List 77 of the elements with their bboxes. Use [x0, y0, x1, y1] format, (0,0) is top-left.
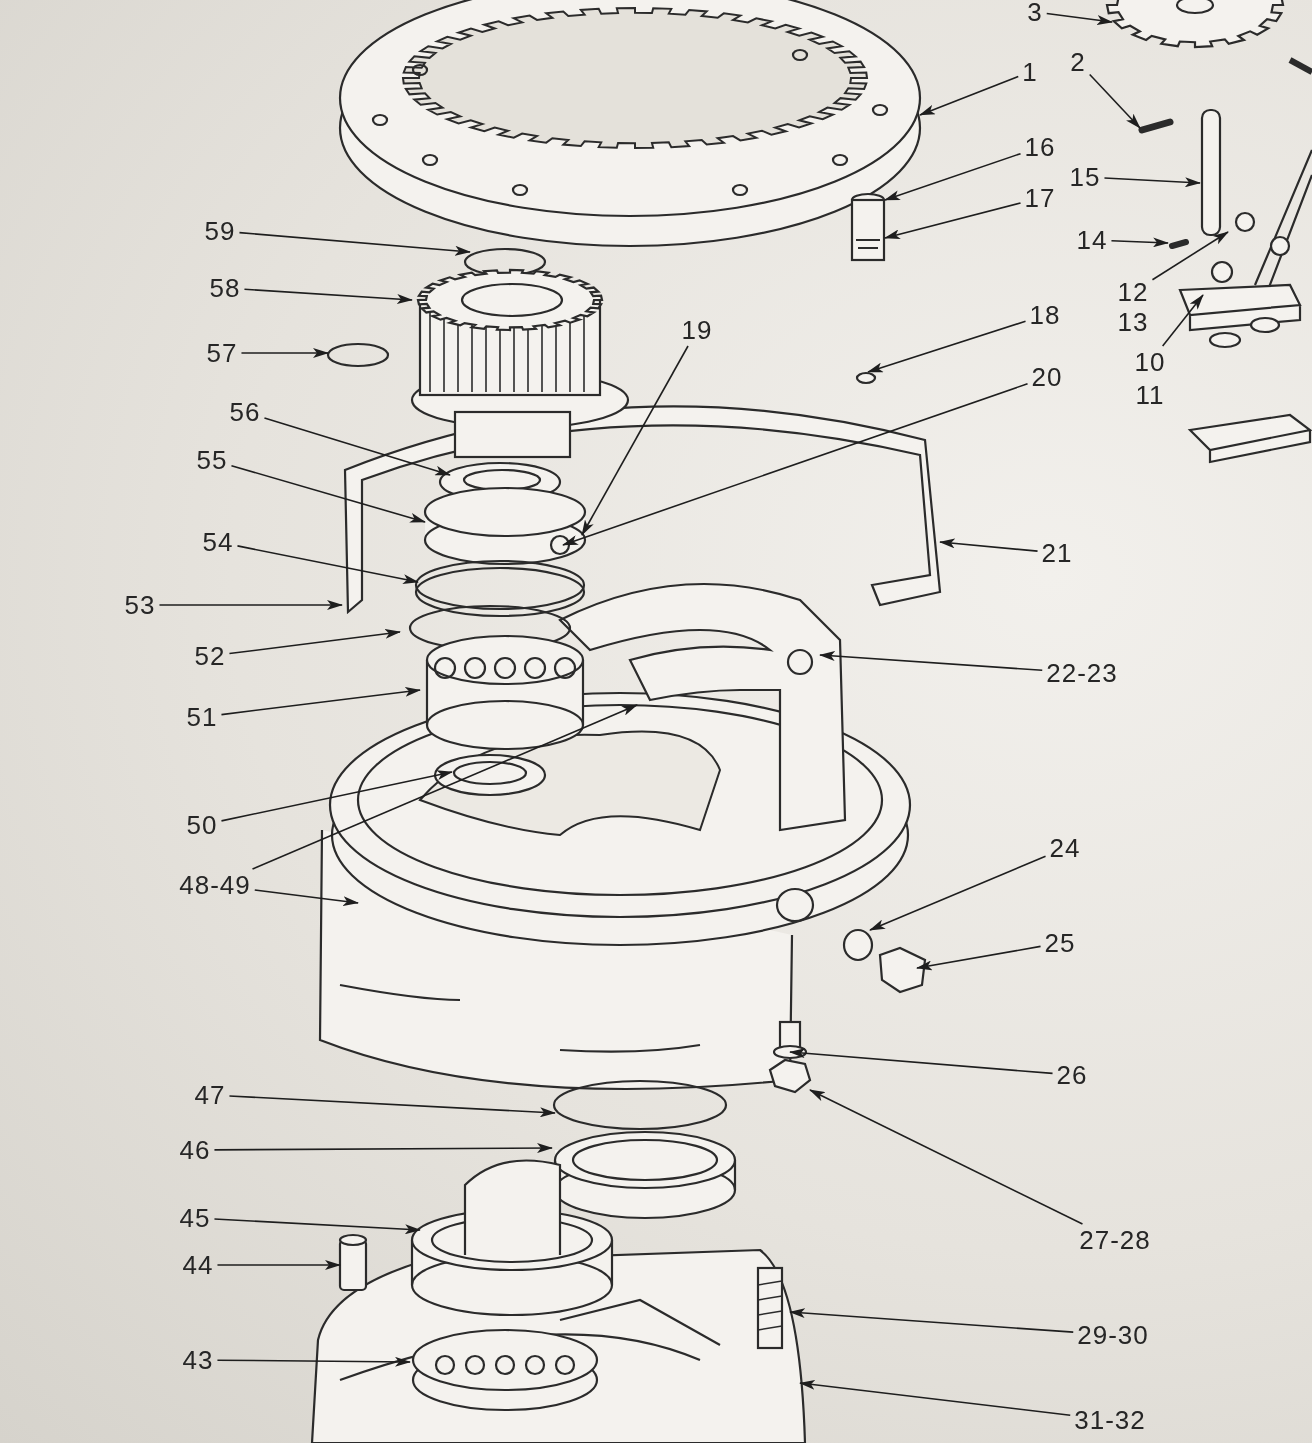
leader-line [236, 545, 419, 584]
callout-number: 2 [1070, 49, 1086, 75]
sprocket-drawing [1105, 0, 1285, 49]
callout-number: 19 [681, 317, 713, 343]
leader-line [789, 1308, 1075, 1333]
leader-line [243, 288, 413, 305]
callout-number: 21 [1041, 540, 1073, 566]
callout-number: 12 [1117, 279, 1149, 305]
leader-line [1151, 231, 1229, 281]
leader-line [158, 600, 343, 610]
leader-line [919, 75, 1020, 116]
leader-line [1088, 73, 1141, 129]
leader-line [216, 1260, 341, 1270]
callout-number: 45 [179, 1205, 211, 1231]
leader-line [819, 651, 1044, 672]
pin-drawing [1169, 239, 1189, 249]
callout-number: 53 [124, 592, 156, 618]
callout-number: 54 [202, 529, 234, 555]
callout-number: 55 [196, 447, 228, 473]
callout-number: 24 [1049, 835, 1081, 861]
leader-line [869, 855, 1047, 931]
leader-line [240, 348, 329, 358]
leader-line [228, 628, 401, 655]
leader-line [562, 382, 1029, 546]
leader-line [809, 1089, 1084, 1225]
leader-line [939, 538, 1039, 552]
leader-line [253, 889, 359, 907]
callout-number: 15 [1069, 164, 1101, 190]
callout-number: 3 [1027, 0, 1043, 25]
callout-number: 58 [209, 275, 241, 301]
callout-number: 43 [182, 1347, 214, 1373]
callout-number: 20 [1031, 364, 1063, 390]
leader-line [263, 417, 451, 476]
leader-line [581, 345, 689, 536]
leader-line [884, 202, 1022, 240]
callout-number: 29-30 [1077, 1322, 1149, 1348]
leader-line [867, 320, 1027, 373]
callout-number: 44 [182, 1252, 214, 1278]
callout-number: 46 [179, 1137, 211, 1163]
callout-number: 11 [1135, 382, 1165, 408]
callout-number: 13 [1117, 309, 1149, 335]
leader-line [884, 152, 1022, 201]
leader-line [1103, 177, 1201, 188]
callout-number: 51 [186, 704, 218, 730]
callout-number: 14 [1076, 227, 1108, 253]
leader-line [220, 770, 453, 822]
leader-line [251, 704, 638, 870]
callout-number: 16 [1024, 134, 1056, 160]
callout-number: 50 [186, 812, 218, 838]
leader-line [799, 1379, 1072, 1417]
leader-line [216, 1356, 411, 1367]
leader-line [228, 1095, 556, 1118]
callout-number: 57 [206, 340, 238, 366]
callout-number: 17 [1024, 185, 1056, 211]
callout-number: 56 [229, 399, 261, 425]
leader-line [230, 464, 426, 523]
leader-line [1161, 294, 1204, 347]
callout-number: 48-49 [179, 872, 251, 898]
callout-number: 10 [1134, 349, 1166, 375]
callout-number: 27-28 [1079, 1227, 1151, 1253]
callout-number: 52 [194, 643, 226, 669]
leader-line [1045, 12, 1113, 26]
leader-line [213, 1143, 553, 1154]
callout-number: 59 [204, 218, 236, 244]
callout-number: 18 [1029, 302, 1061, 328]
callout-number: 26 [1056, 1062, 1088, 1088]
callout-number: 47 [194, 1082, 226, 1108]
callout-number: 1 [1022, 59, 1038, 85]
leader-line [789, 1048, 1054, 1075]
leader-line [238, 231, 471, 256]
leader-line [220, 686, 421, 716]
leader-line [916, 945, 1042, 971]
callout-number: 22-23 [1046, 660, 1118, 686]
leader-line [213, 1218, 421, 1235]
leader-line [1110, 237, 1169, 248]
callout-number: 25 [1044, 930, 1076, 956]
callout-number: 31-32 [1074, 1407, 1146, 1433]
